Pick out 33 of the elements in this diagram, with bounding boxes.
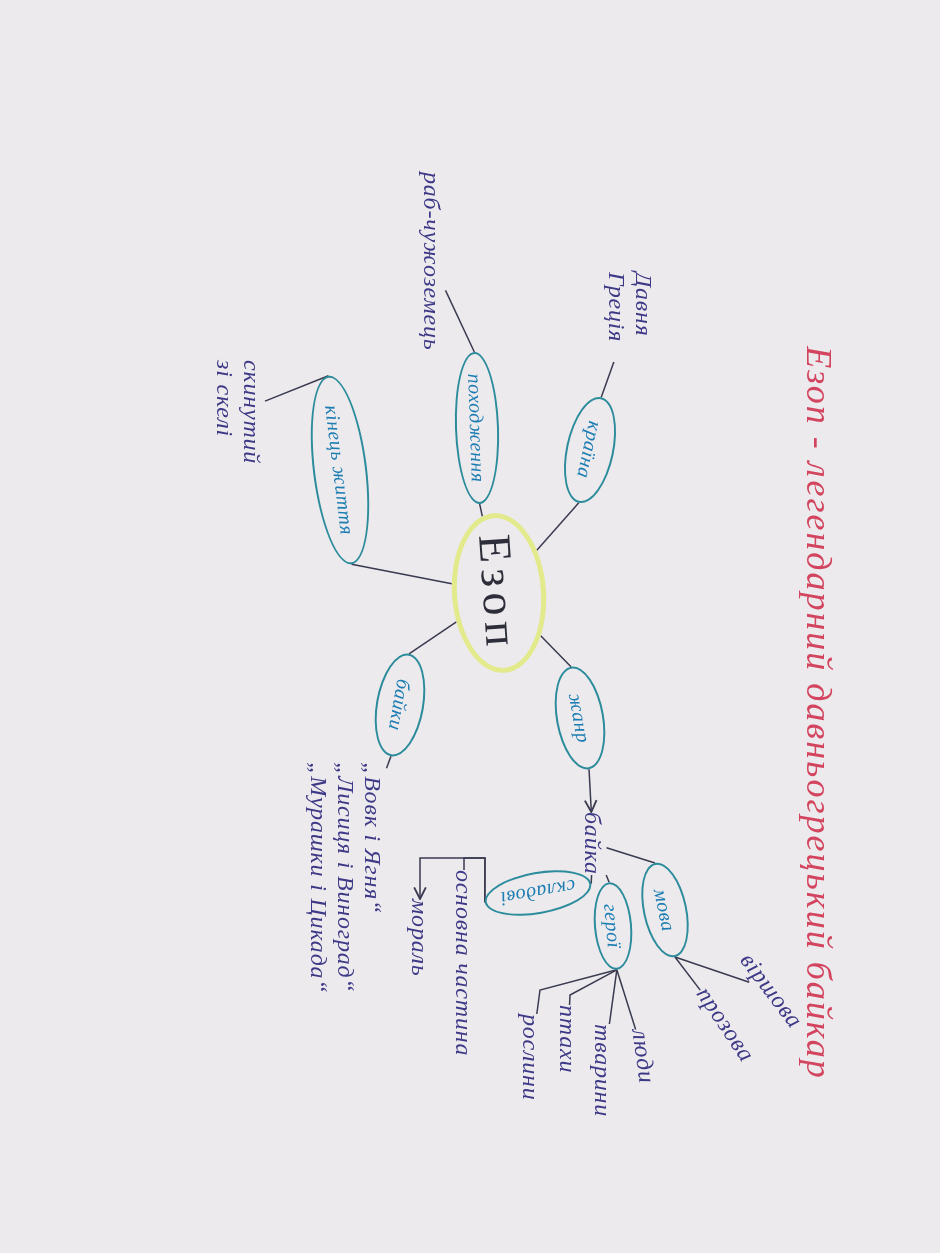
branch-text: мораль [406, 899, 434, 977]
connector-line [568, 969, 618, 1006]
branch-text: рослини [517, 1014, 545, 1101]
fable-title: „Лисиця і Виноград“ [332, 762, 360, 994]
connector-line [408, 621, 458, 655]
connector-line [536, 502, 580, 551]
connector-line [444, 289, 476, 353]
connector-line [385, 755, 392, 770]
arrow [583, 768, 598, 813]
connector-line [605, 847, 656, 864]
title: Езоп - легендарний давньогрецький байкар [799, 346, 840, 1080]
connector-line [605, 874, 610, 883]
topic-oval: походження [452, 351, 502, 505]
connector-line [674, 956, 750, 983]
connector-line [616, 969, 637, 1031]
connector-line [478, 503, 484, 518]
branch-text: тварини [589, 1024, 617, 1118]
connector-line [264, 374, 330, 402]
connector-line [350, 563, 453, 585]
branch-text: Давня Греція [603, 272, 657, 362]
connector-line [608, 969, 618, 1025]
branch-text: раб-чужоземець [418, 172, 446, 351]
branch-text: основна частина [450, 870, 478, 1057]
connector-line [600, 361, 615, 398]
branch-text: люди [626, 1026, 662, 1085]
fable-title: „Мурашки і Цикада“ [305, 762, 333, 994]
connector-line [536, 969, 618, 1015]
fable-title: „Вовк і Ягня“ [359, 762, 387, 917]
connector-line [590, 874, 593, 885]
connector-line [539, 635, 572, 668]
connector-line [674, 956, 701, 991]
branch-text: птахи [554, 1005, 582, 1074]
branch-text: скинутий зі скелі [211, 360, 265, 464]
